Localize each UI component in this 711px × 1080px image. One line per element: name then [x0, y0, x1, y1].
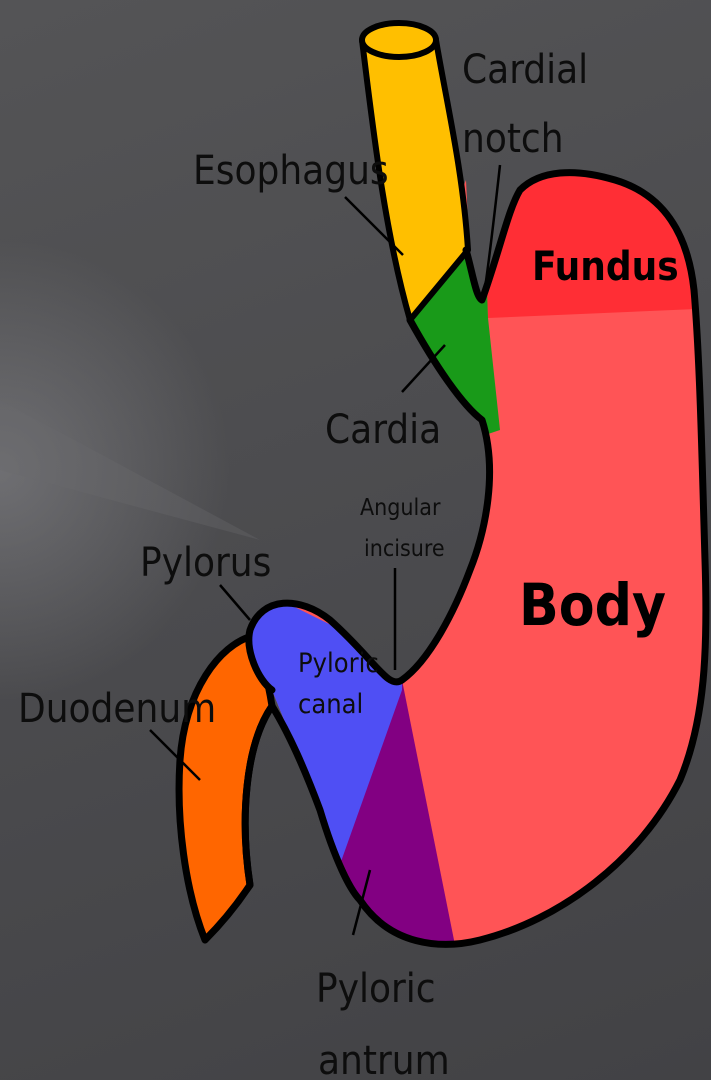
pyloric-canal-label-line1: Pyloric: [298, 648, 379, 679]
cardial-notch-label-line2: notch: [462, 116, 564, 162]
fundus-label: Fundus: [532, 244, 679, 290]
pyloric-antrum-label-line1: Pyloric: [316, 966, 436, 1012]
angular-incisure-label-line2: incisure: [364, 536, 445, 562]
pylorus-label: Pylorus: [140, 540, 271, 586]
esophagus-opening: [362, 23, 436, 57]
body-label: Body: [519, 571, 666, 639]
duodenum-label: Duodenum: [18, 686, 216, 732]
cardial-notch-label-line1: Cardial: [462, 47, 588, 93]
cardia-label: Cardia: [325, 407, 441, 453]
esophagus-label: Esophagus: [193, 148, 389, 194]
angular-incisure-label-line1: Angular: [360, 495, 441, 521]
pyloric-antrum-label-line2: antrum: [318, 1038, 450, 1080]
pyloric-canal-label-line2: canal: [298, 689, 363, 720]
